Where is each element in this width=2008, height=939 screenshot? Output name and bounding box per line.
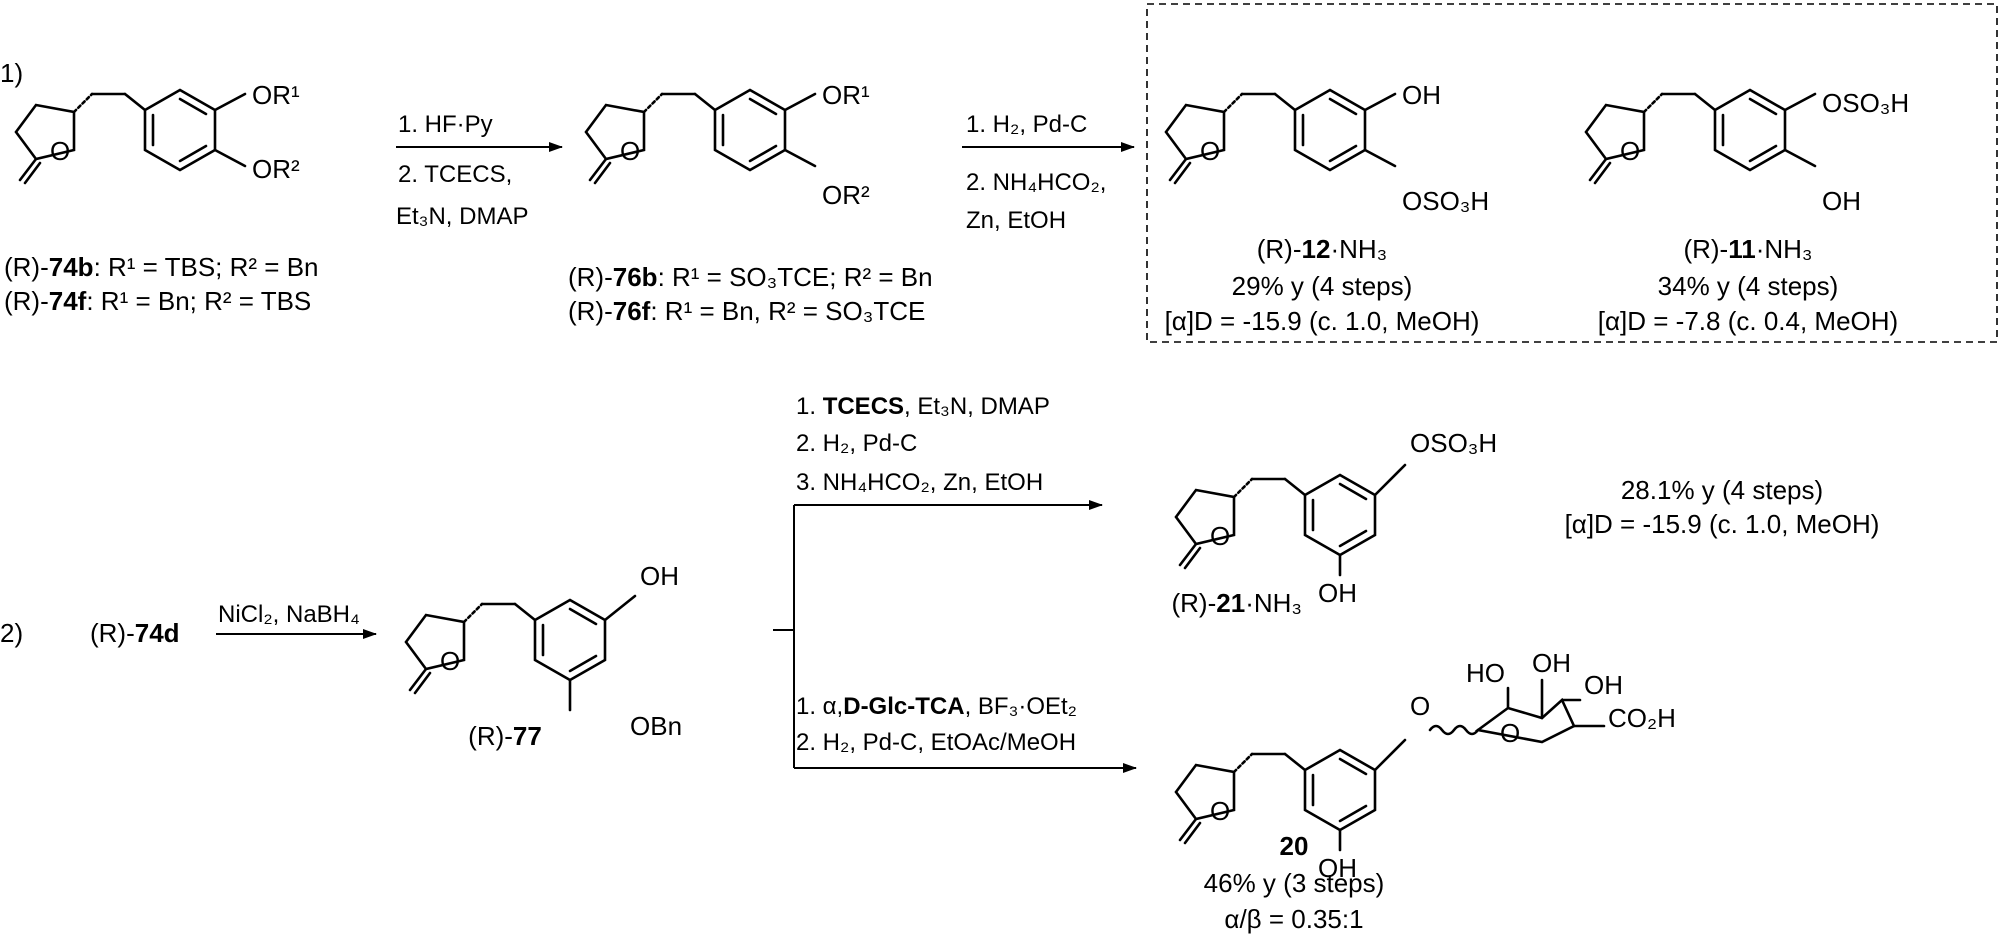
cmp20-yield: 46% y (3 steps) [1204, 868, 1385, 898]
cmp20-oh-right: OH [1584, 670, 1623, 700]
cmp20-label: 20 [1280, 831, 1309, 861]
compound-76-structure [584, 88, 817, 185]
cmp12-rotation: [α]D = -15.9 (c. 1.0, MeOH) [1165, 306, 1480, 336]
cmp11-name: (R)-11·NH₃ [1683, 234, 1812, 264]
cmp21-substituent-1: OSO₃H [1410, 428, 1497, 458]
cmp11-yield: 34% y (4 steps) [1658, 271, 1839, 301]
cmp20-ho: HO [1466, 658, 1505, 688]
cmp20-co2h: CO₂H [1608, 703, 1676, 733]
sm-74d-label: (R)-74d [90, 618, 180, 648]
cmp76b-caption: (R)-76b: R¹ = SO₃TCE; R² = Bn [568, 262, 933, 292]
reagent-1-line-2: 2. TCECS, [398, 161, 512, 188]
cmp76-substituent-2: OR² [822, 180, 870, 210]
cmp12-name: (R)-12·NH₃ [1257, 234, 1388, 264]
compound-77-structure [404, 594, 637, 712]
cmp74f-caption: (R)-74f: R¹ = Bn; R² = TBS [4, 286, 311, 316]
cmp74b-caption: (R)-74b: R¹ = TBS; R² = Bn [4, 252, 319, 282]
reagent-2-line-1: 1. H₂, Pd-C [966, 111, 1087, 138]
cmp21-rotation: [α]D = -15.9 (c. 1.0, MeOH) [1565, 509, 1880, 539]
part-1-label: 1) [0, 58, 23, 88]
cmp77-name: (R)-77 [468, 721, 542, 751]
cmp12-substituent-1: OH [1402, 80, 1441, 110]
part-2-label: 2) [0, 618, 23, 648]
reagent-1-line-1: 1. HF·Py [398, 111, 493, 138]
cmp11-substituent-1: OSO₃H [1822, 88, 1909, 118]
cmp77-substituent-1: OH [640, 561, 679, 591]
cmp21-yield: 28.1% y (4 steps) [1621, 475, 1823, 505]
reagent-2-line-3: Zn, EtOH [966, 207, 1066, 234]
cmp12-yield: 29% y (4 steps) [1232, 271, 1413, 301]
reagent-down-line-1: 1. α,D-Glc-TCA, BF₃·OEt₂ [796, 693, 1077, 720]
cmp11-substituent-2: OH [1822, 186, 1861, 216]
cmp77-substituent-2: OBn [630, 711, 682, 741]
cmp74-substituent-1: OR¹ [252, 80, 300, 110]
cmp21-substituent-2: OH [1318, 578, 1357, 608]
cmp76f-caption: (R)-76f: R¹ = Bn, R² = SO₃TCE [568, 296, 925, 326]
products-box [1146, 3, 1998, 343]
cmp11-rotation: [α]D = -7.8 (c. 0.4, MeOH) [1598, 306, 1898, 336]
compound-74-structure [14, 88, 247, 185]
cmp12-substituent-2: OSO₃H [1402, 186, 1489, 216]
reagent-nicl2: NiCl₂, NaBH₄ [218, 601, 360, 628]
cmp74-substituent-2: OR² [252, 154, 300, 184]
compound-21-structure [1174, 463, 1407, 577]
cmp76-substituent-1: OR¹ [822, 80, 870, 110]
reagent-up-line-3: 3. NH₄HCO₂, Zn, EtOH [796, 469, 1043, 496]
cmp20-substituent-2: OH [1318, 853, 1357, 883]
cmp20-o-ring: O [1500, 718, 1520, 748]
compound-11-structure [1584, 88, 1817, 185]
reagent-1-line-3: Et₃N, DMAP [396, 203, 528, 230]
cmp21-name: (R)-21·NH₃ [1172, 588, 1303, 618]
cmp20-oh-top: OH [1532, 648, 1571, 678]
reagent-up-line-2: 2. H₂, Pd-C [796, 430, 917, 457]
reagent-down-line-2: 2. H₂, Pd-C, EtOAc/MeOH [796, 729, 1076, 756]
reagent-2-line-2: 2. NH₄HCO₂, [966, 169, 1106, 196]
cmp20-ratio: α/β = 0.35:1 [1224, 904, 1363, 934]
cmp20-o-link: O [1410, 691, 1430, 721]
compound-20-structure [1174, 678, 1606, 852]
reagent-up-line-1: 1. TCECS, Et₃N, DMAP [796, 393, 1050, 420]
compound-12-structure [1164, 88, 1397, 185]
